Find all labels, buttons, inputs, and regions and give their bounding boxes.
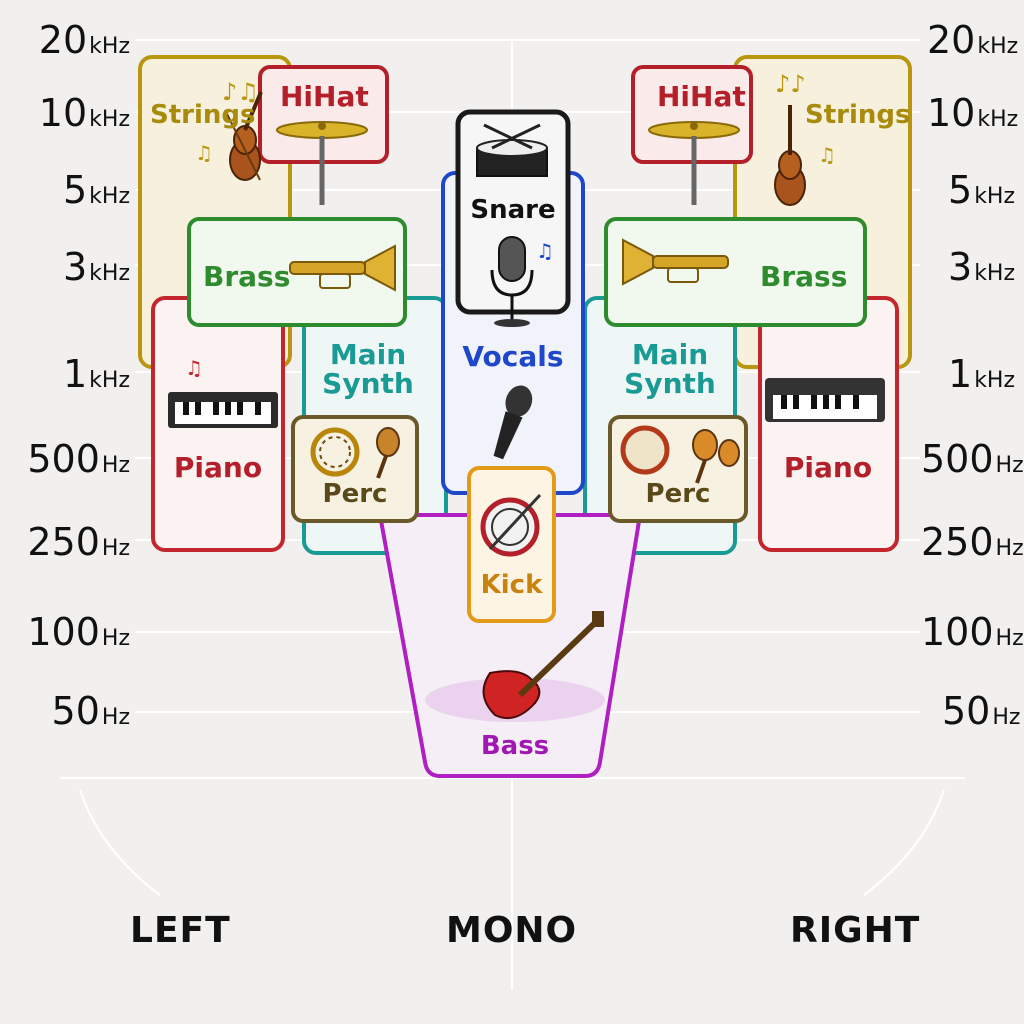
freq-label-left: 5kHz bbox=[62, 168, 130, 212]
freq-label-right: 50Hz bbox=[942, 689, 1021, 733]
music-note-icon: ♪♪ bbox=[775, 70, 806, 98]
freq-label-right: 500Hz bbox=[921, 437, 1024, 481]
freq-label-left: 50Hz bbox=[51, 689, 130, 733]
freq-label-left: 3kHz bbox=[62, 245, 130, 289]
handheld-mic-icon bbox=[493, 385, 533, 460]
violin-icon bbox=[224, 91, 263, 181]
freq-label-right: 3kHz bbox=[948, 245, 1016, 289]
pan-left-label: LEFT bbox=[130, 910, 231, 951]
bass-label: Bass bbox=[480, 731, 550, 761]
left-arc bbox=[79, 789, 161, 896]
maracas-icon bbox=[692, 429, 740, 484]
hihat-left-label: HiHat bbox=[280, 80, 369, 113]
freq-label-right: 100Hz bbox=[921, 610, 1024, 654]
perc-right-label: Perc bbox=[645, 479, 711, 509]
keyboard-icon bbox=[765, 378, 885, 422]
snare-label: Snare bbox=[470, 195, 556, 225]
pan-right-label: RIGHT bbox=[790, 910, 921, 951]
hihat-right-label: HiHat bbox=[657, 80, 746, 113]
cymbal-icon bbox=[648, 121, 740, 205]
bass-guitar-icon bbox=[482, 611, 604, 719]
freq-label-right: 5kHz bbox=[948, 168, 1016, 212]
music-note-icon: ♫ bbox=[185, 356, 203, 380]
freq-label-left: 1kHz bbox=[62, 352, 130, 396]
snare-drum-icon bbox=[476, 123, 548, 177]
freq-label-right: 250Hz bbox=[921, 520, 1024, 564]
vocals-label: Vocals bbox=[462, 340, 564, 373]
maracas-icon bbox=[376, 427, 400, 479]
music-note-icon: ♫ bbox=[536, 239, 554, 263]
studio-mic-icon bbox=[490, 236, 534, 327]
freq-label-right: 20kHz bbox=[927, 18, 1019, 62]
perc-left-label: Perc bbox=[322, 479, 388, 509]
piano-right-label: Piano bbox=[783, 451, 873, 484]
music-note-icon: ♪♫ bbox=[222, 78, 259, 106]
piano-left-label: Piano bbox=[173, 451, 263, 484]
pan-mono-label: MONO bbox=[446, 910, 578, 951]
trumpet-icon bbox=[622, 238, 729, 286]
brass-left-label: Brass bbox=[203, 260, 291, 293]
freq-label-left: 10kHz bbox=[38, 91, 130, 135]
brass-right-box bbox=[604, 217, 867, 327]
brass-right-label: Brass bbox=[760, 260, 848, 293]
tambourine-icon bbox=[310, 427, 360, 477]
trumpet-icon bbox=[289, 244, 396, 292]
music-note-icon: ♫ bbox=[195, 141, 213, 165]
freq-label-right: 1kHz bbox=[948, 352, 1016, 396]
freq-label-left: 20kHz bbox=[38, 18, 130, 62]
freq-label-left: 100Hz bbox=[27, 610, 130, 654]
violin-icon bbox=[774, 105, 806, 206]
strings-right-label: Strings bbox=[805, 100, 911, 130]
freq-label-left: 500Hz bbox=[27, 437, 130, 481]
keyboard-icon bbox=[168, 392, 278, 428]
freq-label-left: 250Hz bbox=[27, 520, 130, 564]
music-note-icon: ♫ bbox=[818, 143, 836, 167]
cymbal-icon bbox=[276, 121, 368, 205]
piano-right-box bbox=[758, 296, 899, 552]
strings-left-label: Strings bbox=[150, 100, 256, 130]
kick-drum-icon bbox=[480, 493, 542, 557]
kick-label: Kick bbox=[480, 570, 543, 600]
tambourine-icon bbox=[620, 425, 670, 475]
freq-label-right: 10kHz bbox=[927, 91, 1019, 135]
right-arc bbox=[863, 789, 945, 896]
